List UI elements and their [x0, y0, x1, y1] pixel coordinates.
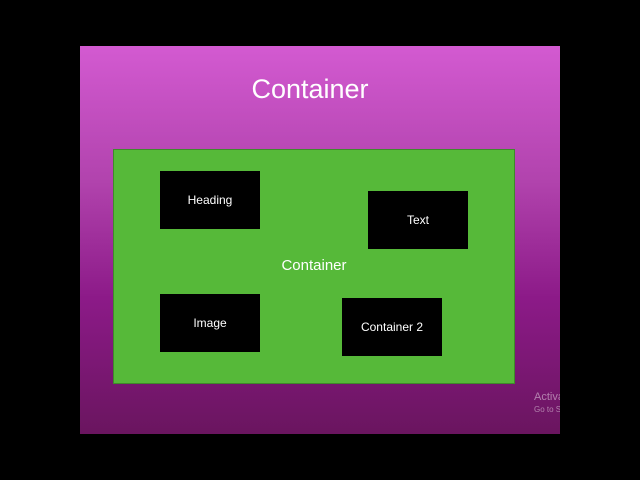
image-box-label: Image [193, 316, 227, 330]
activation-watermark: Activa Go to S [534, 391, 560, 414]
text-box: Text [368, 191, 468, 249]
container2-box-label: Container 2 [360, 320, 424, 334]
heading-box: Heading [160, 171, 260, 229]
inner-container: Heading Text Container Image Container 2 [113, 149, 515, 384]
heading-box-label: Heading [187, 193, 233, 207]
slide-title: Container [251, 74, 369, 104]
inner-container-label: Container [281, 257, 347, 274]
text-box-label: Text [406, 213, 429, 227]
image-box: Image [160, 294, 260, 352]
watermark-line1: Activa [534, 391, 560, 403]
container2-box: Container 2 [342, 298, 442, 356]
slide: Container Heading Text Container Image C… [80, 46, 560, 434]
watermark-line2: Go to S [534, 405, 560, 414]
